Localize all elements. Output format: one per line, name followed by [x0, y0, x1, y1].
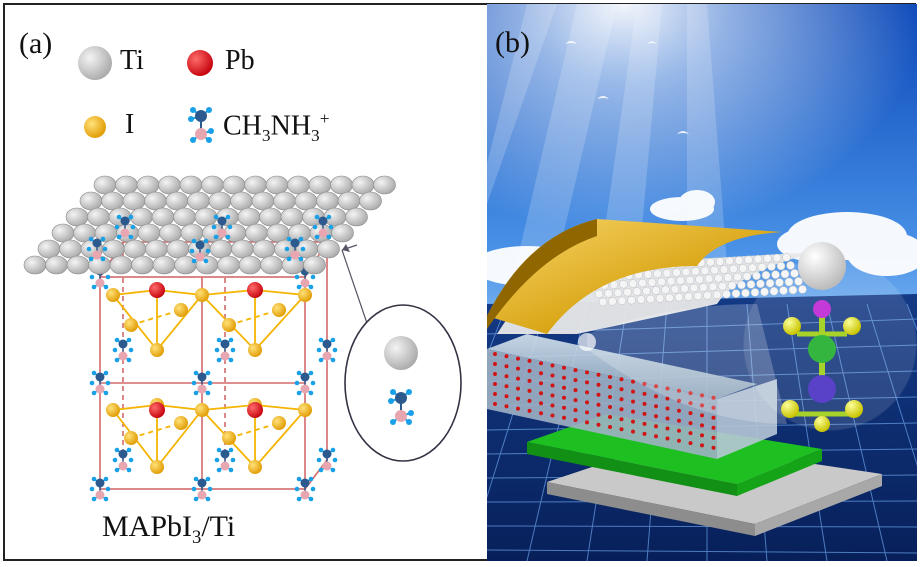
ch3nh3-molecule-zoom	[781, 300, 863, 432]
panel-a: (a)	[5, 5, 483, 560]
panel-a-label: (a)	[19, 27, 53, 60]
ti-atom-zoom	[798, 242, 846, 290]
perovskite-lattice	[88, 241, 339, 503]
legend-ch3nh3-label: CH3NH3+	[223, 109, 330, 145]
panel-b-label: (b)	[495, 26, 530, 59]
legend-pb-symbol	[187, 50, 213, 76]
legend-pb-label: Pb	[225, 45, 255, 76]
legend-ch3nh3-symbol	[187, 106, 215, 144]
zoom-ellipse	[344, 304, 462, 462]
legend-i-label: I	[125, 109, 135, 140]
callout-line	[341, 249, 371, 333]
legend-ti-label: Ti	[120, 45, 144, 76]
panel-a-caption: MAPbI3/Ti	[102, 510, 236, 548]
legend-ti-symbol	[78, 46, 112, 80]
panel-b: (b)	[487, 4, 917, 561]
zoom-ti-atom	[384, 336, 418, 370]
panel-a-graphic	[23, 46, 462, 503]
legend-i-symbol	[84, 116, 106, 138]
solar-device-illustration	[487, 4, 917, 561]
ti-layer	[23, 175, 396, 275]
